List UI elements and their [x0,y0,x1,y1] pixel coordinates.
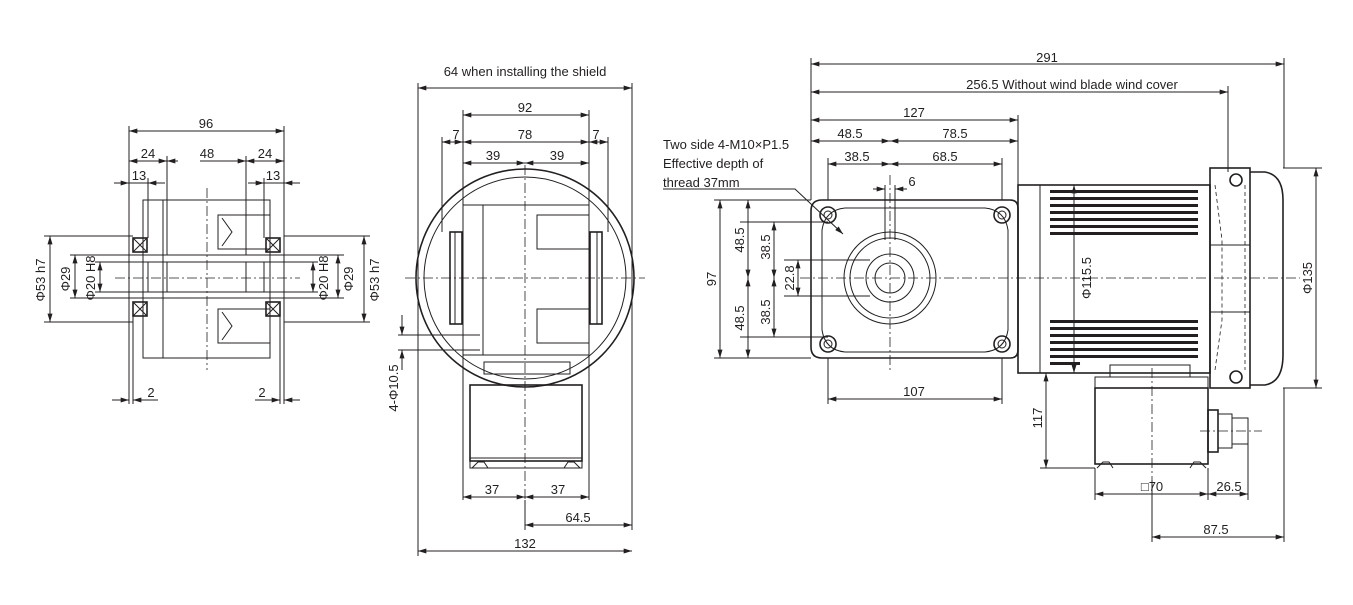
dim-left-dia29: Φ29 [58,267,73,292]
dim-87-5: 87.5 [1203,522,1228,537]
dim-97: 97 [704,272,719,286]
dim-left-dia20: Φ20 H8 [83,255,98,300]
motor-side-view: 291 256.5 Without wind blade wind cover … [663,50,1322,542]
dim-48-5: 48.5 [837,126,862,141]
dim-right-dia20: Φ20 H8 [316,255,331,300]
dim-78-5: 78.5 [942,126,967,141]
dim-127: 127 [903,105,925,120]
dim-96: 96 [199,116,213,131]
dim-holes-10-5: 4-Φ10.5 [386,364,401,411]
callout-thread-line1: Two side 4-M10×P1.5 [663,137,789,152]
dim-26-5: 26.5 [1216,479,1241,494]
dim-right-13: 13 [266,168,280,183]
dim-right-2: 2 [258,385,265,400]
dim-left-2: 2 [147,385,154,400]
gearbox-front-view: 64 when installing the shield 92 7 78 7 … [386,64,645,556]
dim-left-7: 7 [452,127,459,142]
callout-thread-line2: Effective depth of [663,156,764,171]
dim-107: 107 [903,384,925,399]
dim-left-13: 13 [132,168,146,183]
dim-box-70: □70 [1141,479,1163,494]
dim-key-6: 6 [908,174,915,189]
dim-right-39: 39 [550,148,564,163]
dim-left-39: 39 [486,148,500,163]
dim-64-5: 64.5 [565,510,590,525]
dim-38-5: 38.5 [844,149,869,164]
dim-lower-38-5: 38.5 [758,299,773,324]
mounting-hole-icon [819,206,1011,353]
dim-right-24: 24 [258,146,272,161]
dim-78: 78 [518,127,532,142]
dim-cover-dia: Φ135 [1300,262,1315,294]
dim-left-dia53: Φ53 h7 [33,259,48,302]
dim-48: 48 [200,146,214,161]
dim-117: 117 [1030,408,1045,429]
dim-upper-48-5: 48.5 [732,227,747,252]
dim-left-37: 37 [485,482,499,497]
dim-256-5-without-cover: 256.5 Without wind blade wind cover [966,77,1178,92]
hollow-shaft-side-view: 96 24 48 24 13 13 2 2 Φ53 h7 Φ29 Φ20 H8 … [33,116,382,404]
dim-bore-22-8: 22.8 [782,265,797,290]
dim-motor-dia: Φ115.5 [1079,257,1094,299]
dim-68-5: 68.5 [932,149,957,164]
cooling-fins [1050,190,1198,365]
dim-right-7: 7 [592,127,599,142]
dim-shield-64: 64 when installing the shield [444,64,607,79]
bearing-icon [132,237,281,317]
dim-right-37: 37 [551,482,565,497]
dim-left-24: 24 [141,146,155,161]
dim-132: 132 [514,536,536,551]
dim-lower-48-5: 48.5 [732,305,747,330]
dim-right-dia29: Φ29 [341,267,356,292]
dim-right-dia53: Φ53 h7 [367,259,382,302]
callout-thread-line3: thread 37mm [663,175,740,190]
dim-upper-38-5: 38.5 [758,234,773,259]
dim-92: 92 [518,100,532,115]
dim-291: 291 [1036,50,1058,65]
